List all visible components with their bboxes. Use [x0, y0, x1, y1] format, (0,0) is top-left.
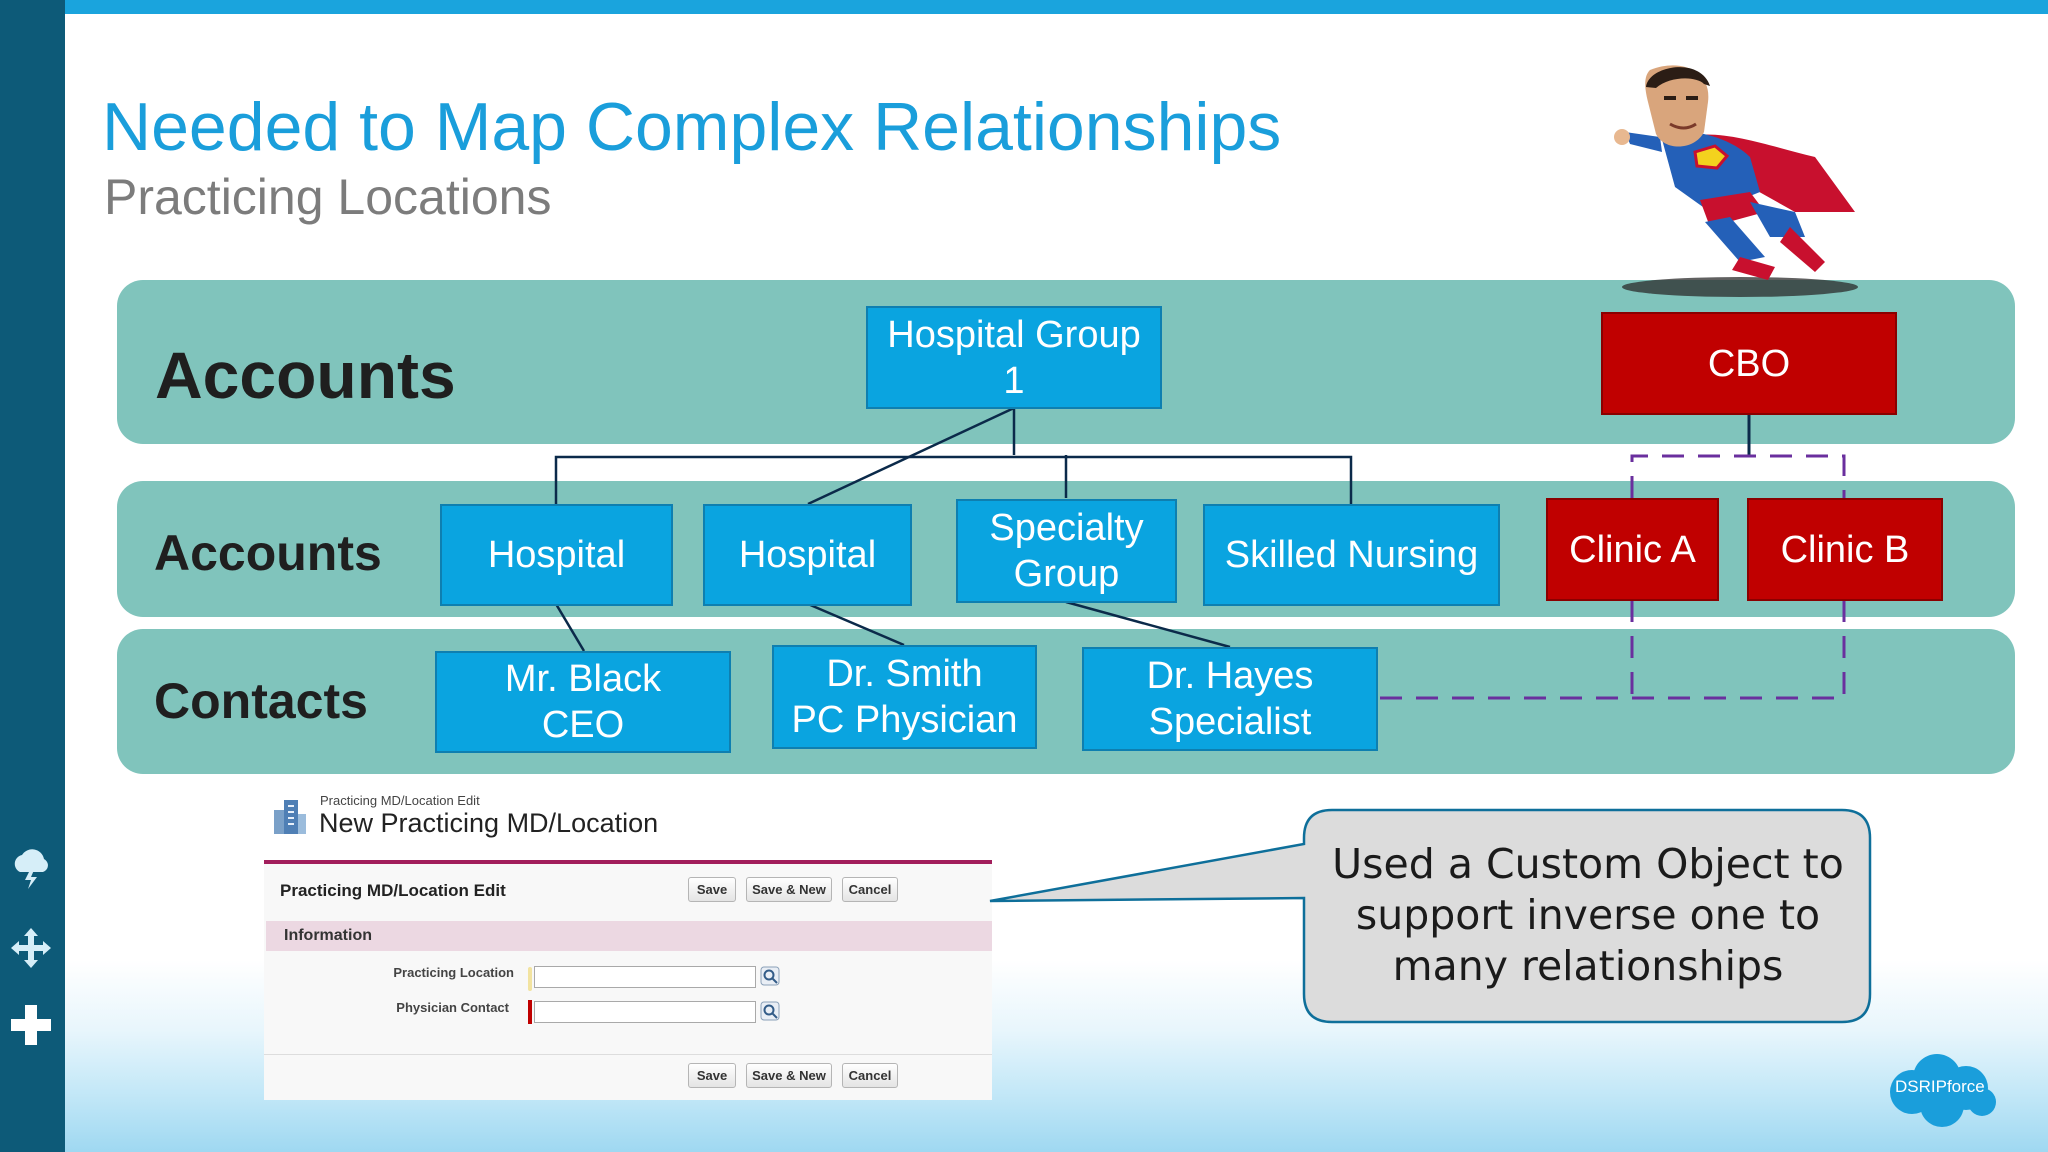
band-label-accounts-middle: Accounts: [154, 525, 382, 581]
slide-title: Needed to Map Complex Relationships: [102, 89, 1282, 165]
magnifier-icon[interactable]: [760, 966, 780, 986]
information-section-label: Information: [284, 927, 372, 944]
form-panel-title: Practicing MD/Location Edit: [280, 881, 506, 900]
cloud-lightning-icon[interactable]: [8, 844, 54, 890]
callout-line-2: support inverse one to: [1355, 890, 1821, 939]
plus-icon[interactable]: [8, 1002, 54, 1048]
callout-line-3: many relationships: [1392, 941, 1784, 990]
cancel-button-bottom[interactable]: Cancel: [842, 1063, 898, 1088]
callout-line-1: Used a Custom Object to: [1332, 839, 1844, 888]
help-dot-icon: [528, 967, 532, 991]
form-panel: Practicing MD/Location Edit Save Save & …: [264, 860, 992, 1100]
callout-text: Used a Custom Object to support inverse …: [1305, 835, 1871, 995]
physician-contact-label: Physician Contact: [396, 1000, 509, 1015]
physician-contact-input[interactable]: [534, 1001, 756, 1023]
node-cbo[interactable]: CBO: [1601, 312, 1897, 415]
band-label-contacts: Contacts: [154, 673, 368, 729]
band-contacts: [117, 629, 2015, 774]
node-hospital-2[interactable]: Hospital: [703, 504, 912, 606]
required-indicator: [528, 1000, 532, 1024]
node-dr-hayes[interactable]: Dr. Hayes Specialist: [1082, 647, 1378, 751]
save-button[interactable]: Save: [688, 877, 736, 902]
practicing-location-input[interactable]: [534, 966, 756, 988]
magnifier-icon[interactable]: [760, 1001, 780, 1021]
node-clinic-b[interactable]: Clinic B: [1747, 498, 1943, 601]
form-divider: [264, 1054, 992, 1055]
slide-subtitle: Practicing Locations: [104, 169, 552, 225]
node-mr-black[interactable]: Mr. Black CEO: [435, 651, 731, 753]
salesforce-cloud-logo: [1890, 1054, 1996, 1127]
brand-wordmark: DSRIPforce: [1895, 1077, 1985, 1096]
left-sidebar: [0, 0, 65, 1152]
top-accent-bar: [0, 0, 2048, 14]
form-breadcrumb: Practicing MD/Location Edit: [320, 793, 480, 808]
building-icon: [274, 800, 306, 834]
save-and-new-button-bottom[interactable]: Save & New: [746, 1063, 832, 1088]
salesforce-edit-form: Practicing MD/Location Edit New Practici…: [262, 788, 992, 1100]
node-skilled-nursing[interactable]: Skilled Nursing: [1203, 504, 1500, 606]
node-clinic-a[interactable]: Clinic A: [1546, 498, 1719, 601]
practicing-location-label: Practicing Location: [393, 965, 514, 980]
node-dr-smith[interactable]: Dr. Smith PC Physician: [772, 645, 1037, 749]
move-arrows-icon[interactable]: [8, 925, 54, 971]
save-button-bottom[interactable]: Save: [688, 1063, 736, 1088]
node-specialty-group[interactable]: Specialty Group: [956, 499, 1177, 603]
information-section-header: Information: [266, 921, 992, 951]
form-heading: New Practicing MD/Location: [319, 808, 659, 838]
superhero-illustration: [1614, 65, 1858, 297]
save-and-new-button[interactable]: Save & New: [746, 877, 832, 902]
band-label-accounts-top: Accounts: [155, 338, 456, 412]
node-hospital-1[interactable]: Hospital: [440, 504, 673, 606]
cancel-button[interactable]: Cancel: [842, 877, 898, 902]
node-hospital-group[interactable]: Hospital Group 1: [866, 306, 1162, 409]
